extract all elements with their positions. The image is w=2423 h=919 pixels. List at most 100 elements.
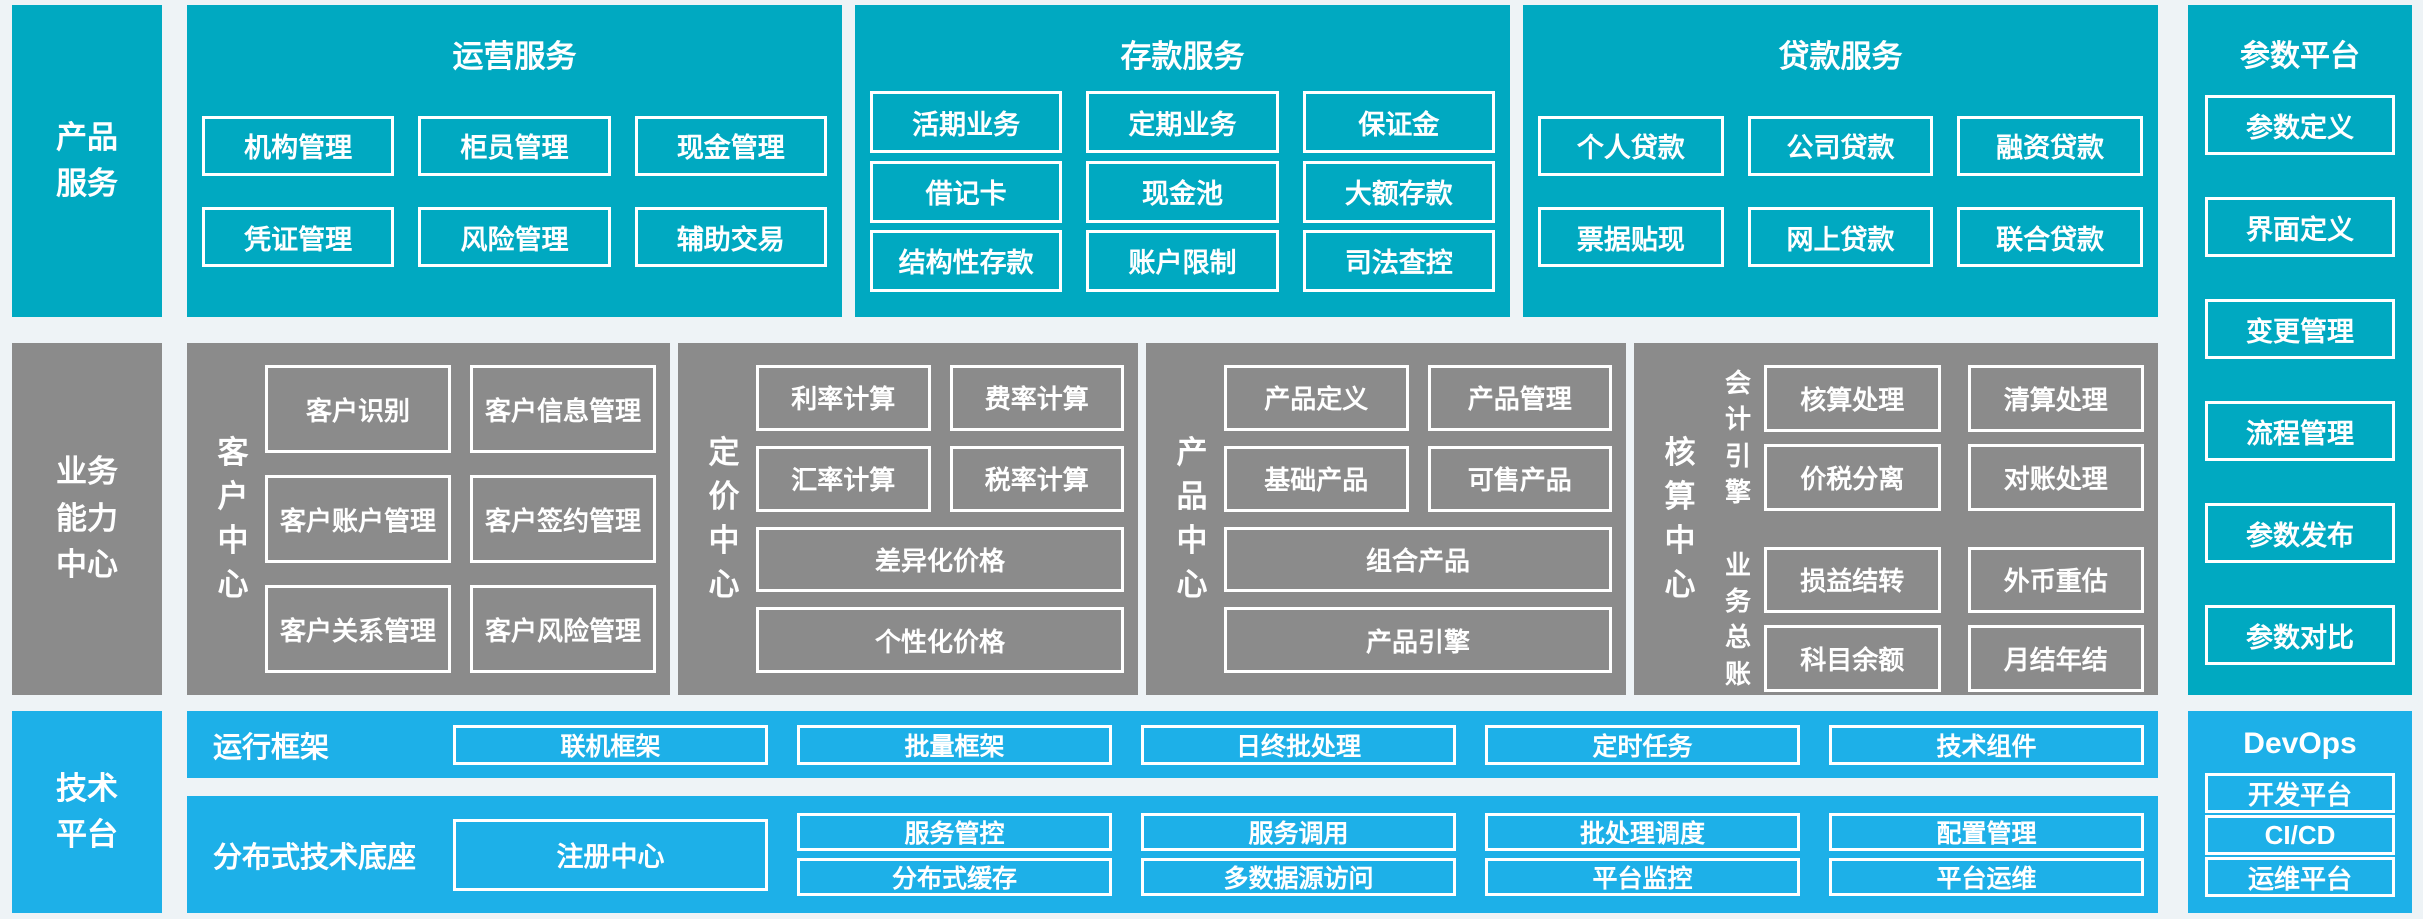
diagram-box: 基础产品 [1224,445,1409,512]
group-grid: 核算处理 清算处理 价税分离 对账处理 [1764,365,2144,511]
diagram-box: 外币重估 [1967,546,2144,614]
rail-label-tech-platform: 技术 平台 [12,711,162,913]
section-vertical-label: 产品中心 [1176,434,1208,603]
section-operations-services: 运营服务 机构管理 柜员管理 现金管理 凭证管理 风险管理 辅助交易 [187,5,842,317]
diagram-box: 核算处理 [1764,365,1941,432]
diagram-box: 网上贷款 [1747,207,1934,268]
section-accounting-center: 核算中心 会计引擎 核算处理 清算处理 价税分离 对账处理 业务总账 损益结转 … [1634,343,2158,695]
diagram-box: 多数据源访问 [1141,858,1456,896]
diagram-box: 费率计算 [949,365,1124,431]
diagram-box: 产品管理 [1427,365,1612,431]
diagram-box: 参数发布 [2205,503,2395,563]
diagram-box: 开发平台 [2205,773,2395,813]
diagram-box: 批处理调度 [1485,813,1800,851]
diagram-box: 可售产品 [1427,445,1612,512]
diagram-box: 产品引擎 [1224,607,1612,673]
diagram-box: 定时任务 [1485,724,1800,765]
product-services-row: 运营服务 机构管理 柜员管理 现金管理 凭证管理 风险管理 辅助交易 存款服务 … [187,5,2158,317]
diagram-box: 服务调用 [1141,813,1456,851]
diagram-box: 大额存款 [1302,160,1495,223]
diagram-box: 联合贷款 [1957,207,2143,268]
diagram-box: 公司贷款 [1747,115,1934,176]
diagram-box: 个人贷款 [1538,115,1724,176]
group-grid: 损益结转 外币重估 科目余额 月结年结 [1764,546,2144,693]
section-title: DevOps [2243,727,2357,760]
diagram-box: CI/CD [2205,815,2395,855]
diagram-box: 平台监控 [1485,858,1800,896]
diagram-box: 客户信息管理 [470,365,656,453]
diagram-box: 分布式缓存 [797,858,1112,896]
diagram-box: 服务管控 [797,813,1112,851]
diagram-box: 票据贴现 [1538,207,1724,268]
diagram-box: 价税分离 [1764,443,1941,511]
accounting-groups: 会计引擎 核算处理 清算处理 价税分离 对账处理 业务总账 损益结转 外币重估 … [1712,365,2144,693]
accounting-engine-group: 会计引擎 核算处理 清算处理 价税分离 对账处理 [1712,365,2144,511]
diagram-box: 对账处理 [1967,443,2144,511]
diagram-box: 定期业务 [1086,91,1279,154]
diagram-box: 运维平台 [2205,857,2395,897]
diagram-box: 保证金 [1302,91,1495,154]
diagram-box: 风险管理 [418,207,611,268]
diagram-box: 客户关系管理 [265,585,451,673]
bar-boxes: 联机框架 批量框架 日终批处理 定时任务 技术组件 [453,724,2144,765]
section-devops: DevOps 开发平台 CI/CD 运维平台 [2188,711,2412,913]
bar-label: 分布式技术底座 [213,841,417,874]
diagram-box: 平台运维 [1829,858,2144,896]
rail-label-product-services: 产品 服务 [12,5,162,317]
diagram-box: 月结年结 [1967,625,2144,693]
diagram-box: 个性化价格 [756,607,1124,673]
diagram-box: 流程管理 [2205,401,2395,461]
diagram-box: 损益结转 [1764,546,1941,614]
diagram-box: 柜员管理 [418,115,611,176]
section-grid: 客户识别 客户信息管理 客户账户管理 客户签约管理 客户关系管理 客户风险管理 [265,365,656,673]
section-grid: 个人贷款 公司贷款 融资贷款 票据贴现 网上贷款 联合贷款 [1538,84,2143,299]
diagram-box: 账户限制 [1086,229,1279,292]
diagram-box: 凭证管理 [202,207,395,268]
section-list: 开发平台 CI/CD 运维平台 [2205,773,2395,897]
diagram-box: 辅助交易 [634,207,827,268]
section-loan-services: 贷款服务 个人贷款 公司贷款 融资贷款 票据贴现 网上贷款 联合贷款 [1523,5,2158,317]
section-distributed-tech-base: 分布式技术底座 注册中心 服务管控 服务调用 批处理调度 配置管理 分布式缓存 … [187,796,2158,913]
section-list: 参数定义 界面定义 变更管理 流程管理 参数发布 参数对比 [2205,95,2395,665]
diagram-box: 组合产品 [1224,526,1612,593]
diagram-box: 客户识别 [265,365,451,453]
diagram-box: 产品定义 [1224,365,1409,431]
diagram-box: 现金管理 [634,115,827,176]
diagram-box: 借记卡 [870,160,1063,223]
registry-center-box: 注册中心 [453,818,768,891]
diagram-box: 司法查控 [1302,229,1495,292]
section-vertical-label: 客户中心 [217,434,249,603]
section-vertical-label: 核算中心 [1664,434,1696,603]
section-title: 运营服务 [452,39,577,74]
diagram-box: 日终批处理 [1141,724,1456,765]
bar-label: 运行框架 [213,731,330,764]
diagram-box: 汇率计算 [756,445,931,512]
diagram-box: 参数定义 [2205,95,2395,155]
section-grid: 机构管理 柜员管理 现金管理 凭证管理 风险管理 辅助交易 [202,84,827,299]
diagram-box: 清算处理 [1967,365,2144,432]
diagram-box: 客户账户管理 [265,475,451,563]
section-pricing-center: 定价中心 利率计算 费率计算 汇率计算 税率计算 差异化价格 个性化价格 [678,343,1138,695]
section-product-center: 产品中心 产品定义 产品管理 基础产品 可售产品 组合产品 产品引擎 [1146,343,1626,695]
section-customer-center: 客户中心 客户识别 客户信息管理 客户账户管理 客户签约管理 客户关系管理 客户… [187,343,670,695]
section-parameter-platform: 参数平台 参数定义 界面定义 变更管理 流程管理 参数发布 参数对比 [2188,5,2412,695]
diagram-box: 科目余额 [1764,625,1941,693]
section-title: 参数平台 [2240,40,2360,73]
section-vertical-label: 定价中心 [708,434,740,603]
diagram-box: 界面定义 [2205,197,2395,257]
diagram-box: 客户签约管理 [470,475,656,563]
diagram-box: 机构管理 [202,115,395,176]
bar-boxes: 服务管控 服务调用 批处理调度 配置管理 分布式缓存 多数据源访问 平台监控 平… [797,813,2144,896]
section-deposit-services: 存款服务 活期业务 定期业务 保证金 借记卡 现金池 大额存款 结构性存款 账户… [855,5,1510,317]
diagram-box: 联机框架 [453,724,768,765]
diagram-box: 税率计算 [949,445,1124,512]
diagram-box: 利率计算 [756,365,931,431]
section-title: 贷款服务 [1778,39,1903,74]
group-vertical-label: 业务总账 [1724,549,1751,689]
rail-label-business-capability-center: 业务 能力 中心 [12,343,162,695]
diagram-box: 差异化价格 [756,526,1124,593]
section-grid: 产品定义 产品管理 基础产品 可售产品 组合产品 产品引擎 [1224,365,1612,673]
business-centers-row: 客户中心 客户识别 客户信息管理 客户账户管理 客户签约管理 客户关系管理 客户… [187,343,2158,695]
section-title: 存款服务 [1120,39,1245,74]
